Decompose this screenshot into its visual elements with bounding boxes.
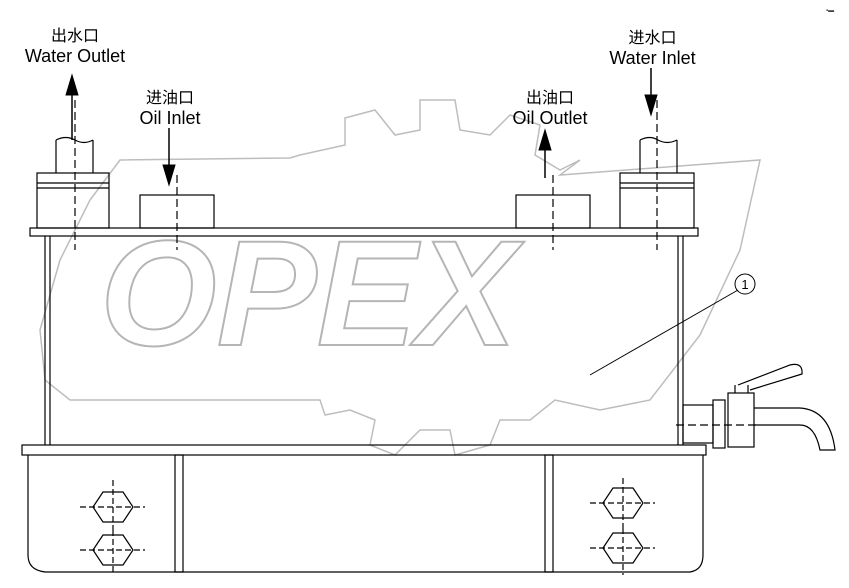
- label-water-outlet-en: Water Outlet: [24, 46, 126, 66]
- hex-bolt-icon: [80, 480, 145, 530]
- label-oil-outlet-zh: 出油口: [525, 88, 574, 107]
- label-oil-inlet-zh: 进油口: [145, 88, 194, 107]
- label-oil-inlet: 进油口 Oil Inlet: [120, 88, 220, 128]
- label-water-inlet-zh: 进水口: [628, 28, 677, 47]
- watermark-gear-icon: [39, 99, 761, 456]
- label-oil-inlet-en: Oil Inlet: [139, 108, 201, 128]
- callout-circle: [734, 273, 756, 295]
- label-water-inlet: 进水口 Water Inlet: [595, 28, 710, 68]
- water-outlet-port: [36, 100, 110, 250]
- oil-outlet-port: [515, 175, 591, 250]
- top-flange: [29, 227, 699, 237]
- drain-valve: [676, 363, 836, 451]
- watermark-logo: OPEX: [39, 99, 761, 456]
- label-water-outlet-zh: 出水口: [50, 26, 99, 45]
- label-oil-outlet-en: Oil Outlet: [512, 108, 588, 128]
- label-water-inlet-en: Water Inlet: [609, 48, 696, 68]
- label-oil-outlet: 出油口 Oil Outlet: [500, 88, 600, 128]
- label-water-outlet: 出水口 Water Outlet: [10, 26, 140, 66]
- callout-leader: [589, 273, 756, 376]
- hex-bolt-icon: [590, 478, 655, 528]
- watermark-text: OPEX: [100, 209, 525, 377]
- hex-bolt-icon: [590, 528, 655, 575]
- callout-number: 1: [741, 277, 748, 292]
- corner-mark: ▪▬: [826, 8, 834, 14]
- base-tray: [27, 455, 704, 573]
- bottom-flange: [21, 444, 707, 456]
- exchanger-body: [21, 100, 836, 575]
- hex-bolt-icon: [80, 530, 145, 575]
- flow-arrows: [65, 68, 658, 187]
